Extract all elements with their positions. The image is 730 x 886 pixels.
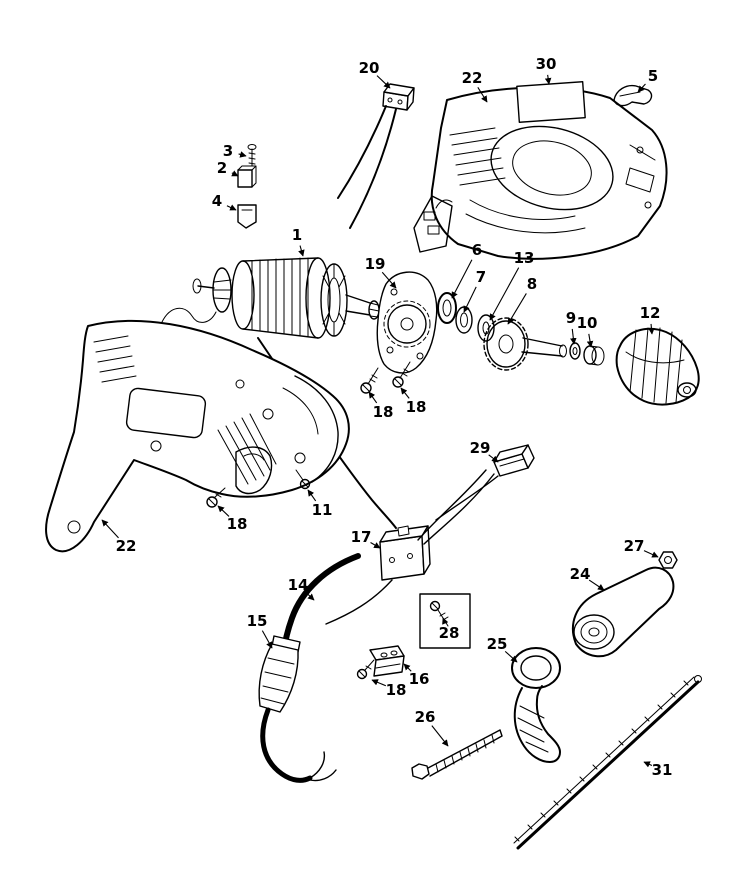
- depth-rod: [513, 675, 702, 850]
- leader-line-18: [371, 679, 387, 687]
- drill-body-half: [45, 319, 350, 553]
- part-callout-18: 18: [406, 398, 427, 416]
- part-callout-10: 10: [577, 314, 598, 332]
- bushing-10: [583, 345, 605, 366]
- nameplate-label: [516, 81, 586, 123]
- screw-18d: [206, 487, 226, 508]
- part-callout-4: 4: [212, 192, 222, 210]
- part-callout-18: 18: [386, 681, 407, 699]
- cable-clamp: [369, 645, 405, 677]
- suppressor-box: [419, 593, 471, 649]
- motor-housing-half: [413, 86, 668, 260]
- leader-line-31: [643, 761, 653, 768]
- part-callout-16: 16: [409, 670, 430, 688]
- washer-6: [437, 292, 457, 324]
- part-callout-5: 5: [648, 67, 658, 85]
- leader-line-27: [643, 550, 659, 558]
- part-callout-15: 15: [247, 612, 268, 630]
- leader-line-10: [586, 333, 594, 348]
- leader-line-6: [451, 259, 473, 299]
- leader-line-8: [507, 293, 527, 325]
- leader-line-20: [376, 75, 391, 89]
- part-callout-22: 22: [116, 537, 137, 555]
- retaining-clip: [613, 84, 653, 107]
- leader-line-28: [442, 617, 449, 625]
- leader-line-7: [463, 286, 477, 313]
- part-callout-17: 17: [351, 528, 372, 546]
- part-callout-9: 9: [566, 309, 576, 327]
- washer-9: [569, 342, 581, 360]
- screw-18a: [360, 367, 379, 394]
- part-callout-28: 28: [439, 624, 460, 642]
- part-callout-20: 20: [359, 59, 380, 77]
- leader-line-22: [477, 87, 488, 103]
- part-callout-31: 31: [652, 761, 673, 779]
- leader-line-12: [648, 323, 655, 335]
- leader-line-1: [298, 245, 305, 257]
- part-callout-11: 11: [312, 501, 333, 519]
- leader-line-18: [400, 387, 410, 399]
- part-callout-2: 2: [217, 159, 227, 177]
- side-handle-grip: [571, 566, 675, 658]
- part-callout-30: 30: [536, 55, 557, 73]
- chuck: [615, 327, 700, 406]
- wire-connector: [435, 444, 535, 521]
- power-connector: [337, 83, 415, 229]
- part-callout-25: 25: [487, 635, 508, 653]
- screw-11: [295, 469, 311, 490]
- block-part-2: [237, 165, 257, 188]
- part-callout-29: 29: [470, 439, 491, 457]
- leader-line-30: [544, 74, 552, 85]
- cord-protector: [258, 635, 337, 783]
- leader-line-18: [217, 505, 230, 517]
- bracket-part-4: [237, 204, 257, 229]
- part-callout-27: 27: [624, 537, 645, 555]
- bearing-plate: [376, 271, 438, 374]
- screw-18c: [356, 659, 375, 680]
- leader-line-15: [261, 630, 273, 649]
- part-callout-13: 13: [514, 249, 535, 267]
- leader-line-22: [101, 519, 119, 539]
- handle-nut: [658, 551, 678, 569]
- part-callout-14: 14: [288, 576, 309, 594]
- part-callout-3: 3: [223, 142, 233, 160]
- part-callout-12: 12: [640, 304, 661, 322]
- part-callout-6: 6: [472, 241, 482, 259]
- part-callout-7: 7: [476, 268, 486, 286]
- power-cord: [281, 553, 361, 653]
- leader-line-11: [307, 489, 317, 502]
- leader-line-25: [504, 650, 518, 663]
- part-callout-19: 19: [365, 255, 386, 273]
- leader-line-24: [588, 579, 605, 591]
- part-callout-18: 18: [373, 403, 394, 421]
- bolt: [411, 729, 503, 780]
- leader-line-13: [489, 267, 520, 321]
- switch: [325, 469, 495, 625]
- part-callout-22: 22: [462, 69, 483, 87]
- side-handle-clamp: [511, 647, 561, 763]
- motor-armature: [161, 257, 380, 339]
- leader-line-17: [370, 542, 381, 549]
- part-callout-24: 24: [570, 565, 591, 583]
- screw-part-3: [247, 144, 257, 167]
- leader-line-16: [403, 663, 412, 672]
- part-callout-8: 8: [527, 275, 537, 293]
- leader-line-14: [305, 592, 315, 601]
- leader-line-29: [488, 454, 499, 463]
- leader-line-9: [570, 328, 577, 345]
- leader-line-26: [431, 725, 449, 747]
- leader-line-3: [238, 151, 247, 158]
- part-callout-1: 1: [292, 226, 302, 244]
- part-callout-26: 26: [415, 708, 436, 726]
- screw-18b: [392, 361, 411, 388]
- leader-line-4: [226, 204, 237, 211]
- part-callout-18: 18: [227, 515, 248, 533]
- leader-line-2: [231, 170, 239, 177]
- leader-line-19: [381, 271, 397, 289]
- leader-line-18: [368, 391, 378, 404]
- leader-line-5: [637, 83, 646, 93]
- gear-8: [483, 317, 567, 371]
